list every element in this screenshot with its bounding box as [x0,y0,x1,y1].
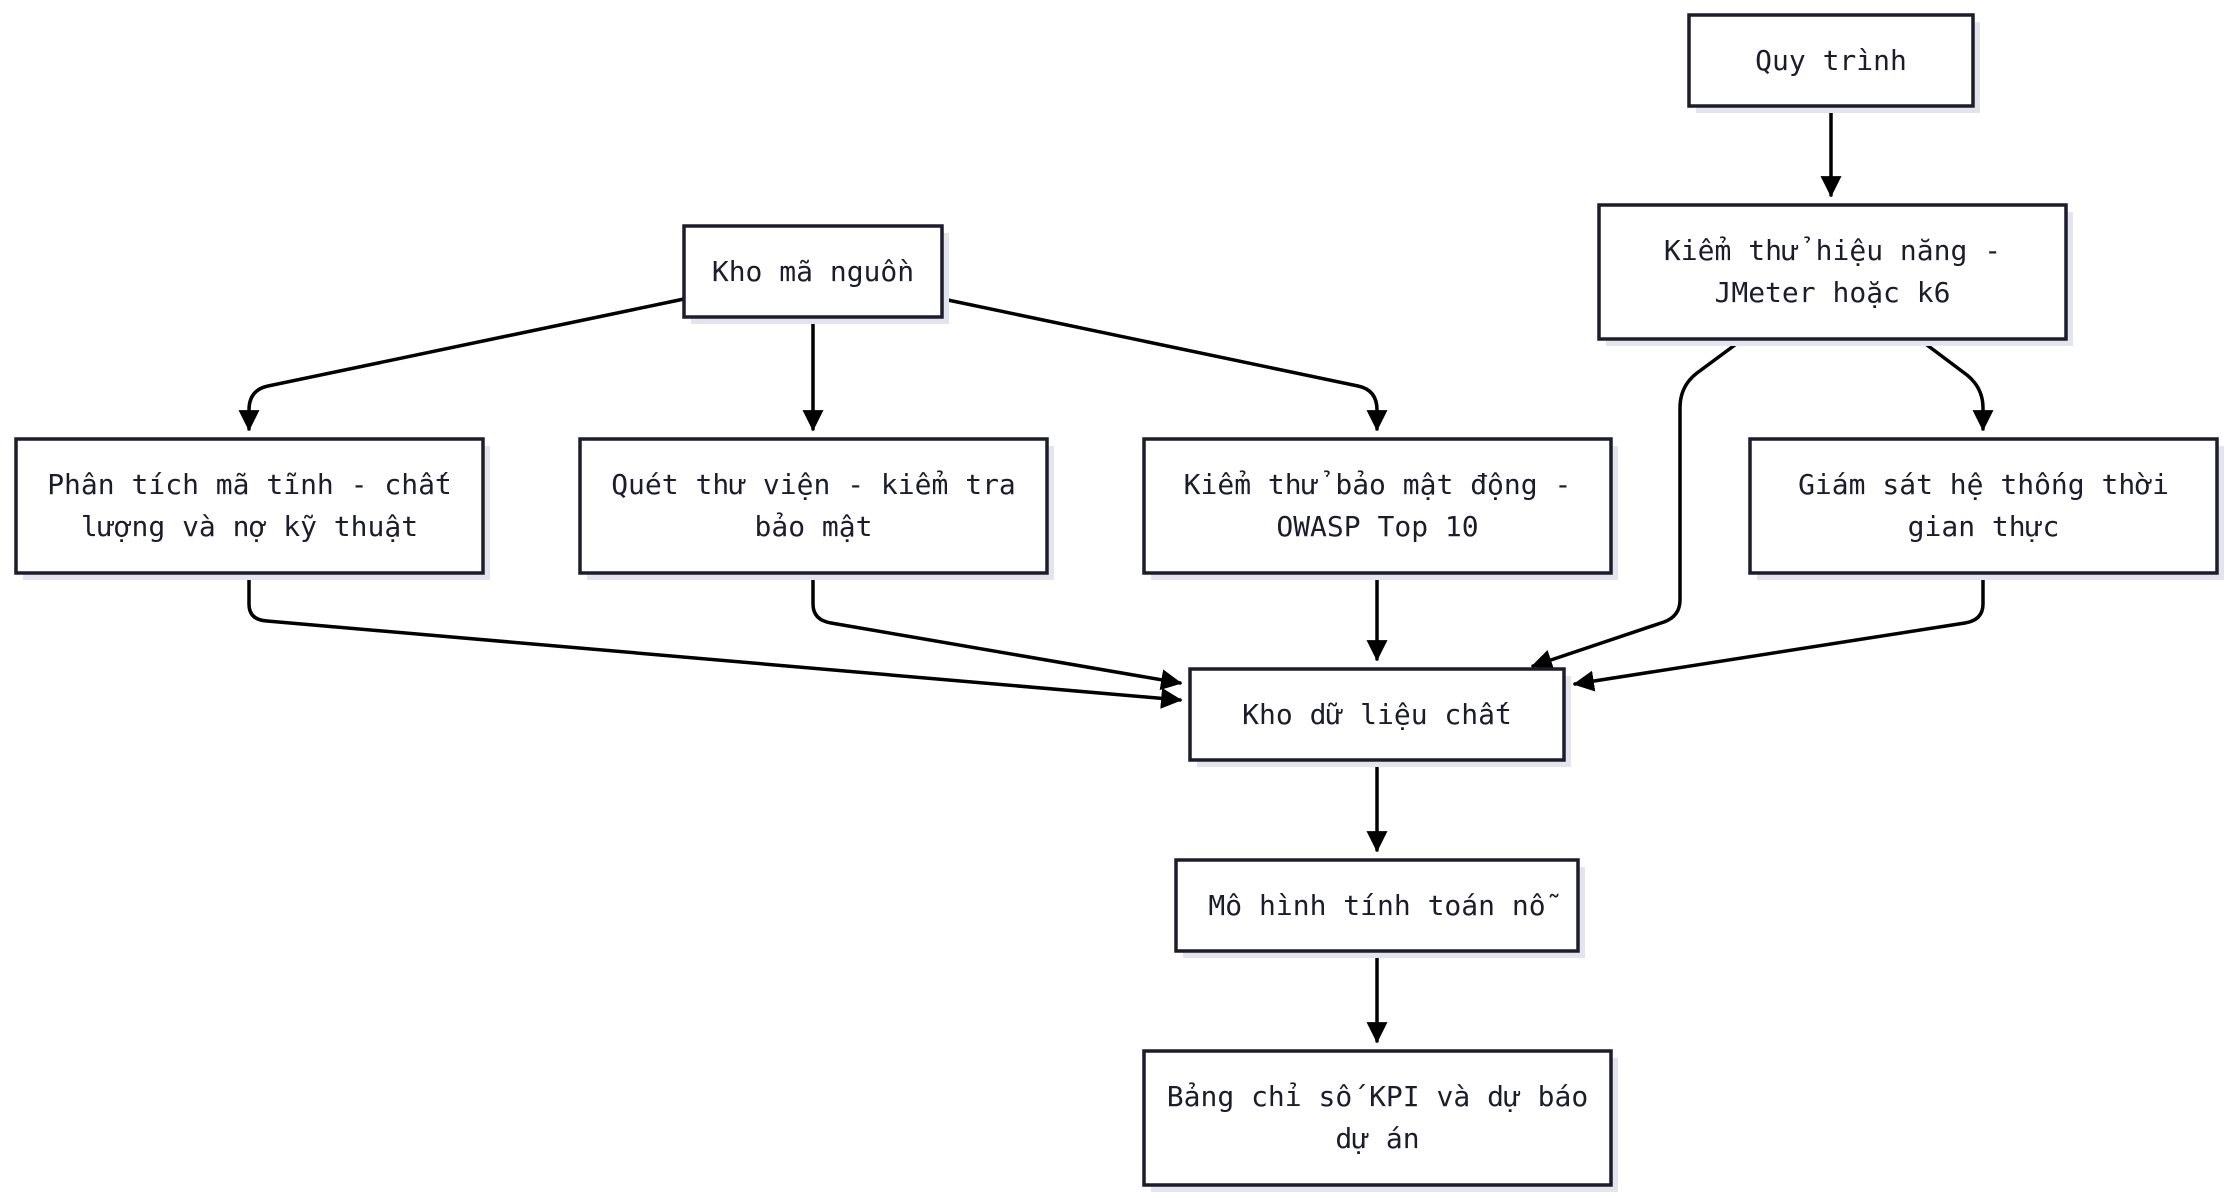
node-label-source-repo: Kho mã nguồn [711,254,915,288]
edge-static-analysis-to-quality-warehouse [247,571,1183,709]
node-label-kpi-dashboard: Bảng chỉ số KPI và dự báo dự án [1166,1080,1589,1155]
node-label-process: Quy trình [1755,43,1907,77]
node-label-realtime-monitoring: Giám sát hệ thống thời gian thực [1798,468,2169,543]
node-process [1687,13,1980,113]
node-label-dependency-scan: Quét thư viện - kiểm tra bảo mật [611,468,1016,543]
node-realtime-monitoring [1748,437,2224,580]
node-quality-warehouse [1188,667,1571,767]
node-label-performance-test: Kiểm thử hiệu năng - JMeter hoặc k6 [1663,234,2002,309]
node-label-static-analysis: Phân tích mã tĩnh - chất lượng và nợ kỹ … [47,468,452,543]
node-static-analysis [14,437,490,580]
edge-layer [238,105,1994,1044]
node-performance-test [1597,203,2073,346]
node-layer [14,13,2224,1192]
edge-realtime-monitoring-to-quality-warehouse [1572,571,1985,692]
edge-performance-test-to-quality-warehouse [1531,337,1745,670]
edge-performance-test-to-realtime-monitoring [1917,337,1994,432]
edge-source-repo-to-dynamic-security [941,297,1388,432]
node-dynamic-security [1142,437,1618,580]
node-kpi-dashboard [1142,1049,1618,1192]
edge-source-repo-to-static-analysis [238,297,686,432]
node-effort-model [1174,858,1585,958]
edge-dependency-scan-to-quality-warehouse [811,571,1183,691]
node-dependency-scan [578,437,1054,580]
node-label-quality-warehouse: Kho dữ liệu chất [1242,697,1512,731]
node-label-dynamic-security: Kiểm thử bảo mật động - OWASP Top 10 [1183,468,1572,543]
node-source-repo [682,224,949,324]
node-label-effort-model: Mô hình tính toán nỗ [1208,888,1546,922]
